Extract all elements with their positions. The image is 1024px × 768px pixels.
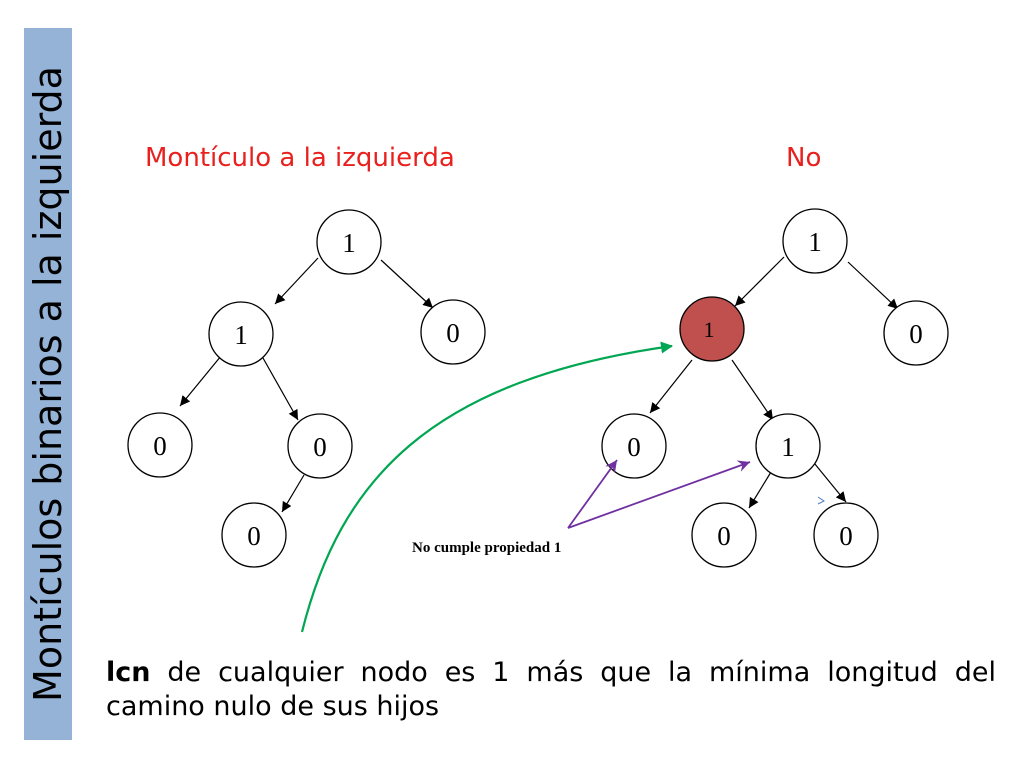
node-label: 1 [781,432,795,462]
purple-arrow-to-left-child [567,459,618,529]
right-tree-heading: No [786,143,821,173]
node-label: 0 [446,318,460,348]
caption-term: lcn [106,657,151,688]
small-arrow-tick [817,496,825,505]
tree-node: 0 [127,412,193,478]
edge-l1-l2 [274,257,319,305]
edge-r1-r2 [734,256,785,307]
node-label: 0 [247,521,261,551]
edge-l5-l6 [281,474,305,513]
tree-node: 0 [883,300,949,366]
edge-l2-l5 [262,357,299,421]
node-label: 1 [704,317,715,342]
annotation-text: No cumple propiedad 1 [412,540,561,556]
node-label: 0 [717,521,731,551]
node-label: 0 [153,431,167,461]
tree-node: 1 [208,301,274,367]
tree-node: 0 [691,502,757,568]
tree-node: 1 [782,208,848,274]
tree-node-highlighted: 1 [679,296,745,362]
tree-node: 0 [601,413,667,479]
edge-r2-r5 [731,359,774,421]
edge-l2-l4 [179,355,222,407]
tree-node: 0 [420,299,486,365]
node-label: 1 [342,228,356,258]
node-label: 0 [909,319,923,349]
tree-node: 1 [755,413,821,479]
edge-r1-r3 [847,261,899,310]
edge-r5-r7 [809,457,847,503]
caption-text: de cualquier nodo es 1 más que la mínima… [106,657,996,722]
node-label: 0 [839,521,853,551]
green-curved-arrow [300,341,673,633]
tree-node: 0 [221,502,287,568]
caption: lcn de cualquier nodo es 1 más que la mí… [106,656,996,724]
edge-r2-r4 [649,359,693,414]
sidebar-band [24,28,72,740]
edge-l1-l3 [380,259,434,309]
node-label: 0 [313,432,327,462]
node-label: 1 [234,320,248,350]
tree-node: 0 [813,502,879,568]
node-label: 1 [808,227,822,257]
tree-node: 1 [316,209,382,275]
edge-r5-r6 [748,471,772,509]
purple-arrow-to-right-child [567,460,751,529]
tree-node: 0 [287,413,353,479]
node-label: 0 [627,432,641,462]
left-tree-heading: Montículo a la izquierda [145,143,455,173]
